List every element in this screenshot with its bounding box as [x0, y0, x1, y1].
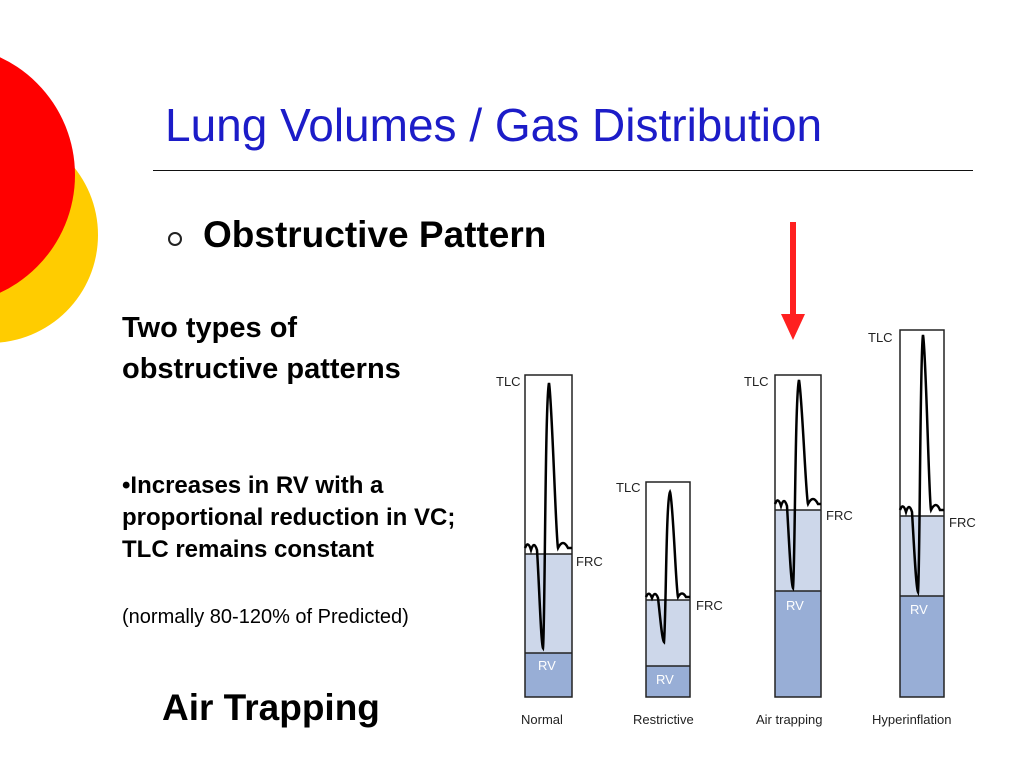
tlc-label: TLC	[868, 330, 893, 345]
panel-label: Restrictive	[633, 712, 694, 727]
section-heading: Obstructive Pattern	[203, 214, 547, 255]
red-arrow-icon	[781, 222, 805, 340]
panel-air-trapping: TLC FRC RV Air trapping	[744, 374, 853, 727]
panel-normal: TLC FRC RV Normal	[496, 374, 603, 727]
frc-label: FRC	[826, 508, 853, 523]
body-bullet: •Increases in RV with a proportional red…	[122, 472, 456, 563]
panel-label: Hyperinflation	[872, 712, 952, 727]
panel-restrictive: TLC FRC RV Restrictive	[616, 480, 723, 727]
frc-label: FRC	[949, 515, 976, 530]
tlc-label: TLC	[616, 480, 641, 495]
rv-label: RV	[910, 602, 928, 617]
tlc-label: TLC	[744, 374, 769, 389]
air-trapping-label: Air Trapping	[162, 687, 380, 728]
panel-hyperinflation: TLC FRC RV Hyperinflation	[868, 329, 976, 727]
tlc-label: TLC	[496, 374, 521, 389]
panel-label: Air trapping	[756, 712, 822, 727]
rv-label: RV	[786, 598, 804, 613]
types-text: Two types of obstructive patterns	[122, 312, 401, 385]
frc-label: FRC	[696, 598, 723, 613]
red-circle	[0, 57, 75, 293]
slide-title: Lung Volumes / Gas Distribution	[165, 99, 823, 151]
body-note: (normally 80-120% of Predicted)	[122, 606, 409, 628]
rv-label: RV	[656, 672, 674, 687]
panel-label: Normal	[521, 712, 563, 727]
hollow-bullet-icon	[168, 232, 182, 246]
rv-label: RV	[538, 658, 556, 673]
frc-label: FRC	[576, 554, 603, 569]
title-divider	[153, 170, 973, 171]
decorative-circles	[0, 57, 98, 343]
